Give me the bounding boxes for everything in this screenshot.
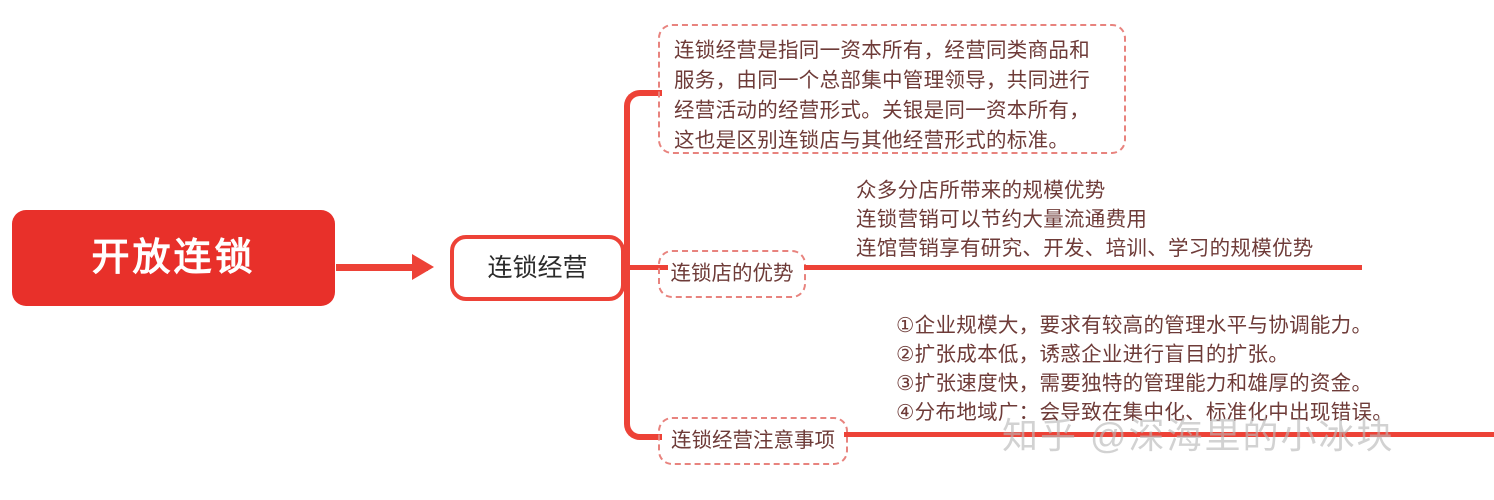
notes-line: ②扩张成本低，诱惑企业进行盲目的扩张。 [896,343,1290,366]
root-node-label: 开放连锁 [91,237,256,279]
level1-node-chain-operation[interactable]: 连锁经营 [450,235,625,301]
notes-line: ①企业规模大，要求有较高的管理水平与协调能力。 [896,314,1373,337]
advantages-node-label: 连锁店的优势 [670,261,794,285]
notes-line: ④分布地域广：会导致在集中化、标准化中出现错误。 [896,401,1394,424]
description-text: 连锁经营是指同一资本所有，经营同类商品和服务，由同一个总部集中管理领导，共同进行… [674,39,1090,152]
level1-node-label: 连锁经营 [487,253,588,282]
root-to-level1-connector [336,264,428,271]
advantages-line: 连锁营销可以节约大量流通费用 [856,208,1148,231]
branch-stub-middle [624,265,668,270]
arrow-right-icon [412,254,434,280]
node-chain-operation-notes[interactable]: 连锁经营注意事项 [658,417,848,465]
advantages-line: 连馆营销享有研究、开发、培训、学习的规模优势 [856,237,1314,260]
advantages-text-block: 众多分店所带来的规模优势 连锁营销可以节约大量流通费用 连馆营销享有研究、开发、… [856,176,1314,263]
node-chain-store-advantages[interactable]: 连锁店的优势 [658,250,806,298]
notes-underline [846,432,1494,437]
advantages-underline [806,265,1362,270]
root-node-open-chain[interactable]: 开放连锁 [12,210,335,306]
notes-text-block: ①企业规模大，要求有较高的管理水平与协调能力。 ②扩张成本低，诱惑企业进行盲目的… [896,311,1393,427]
notes-node-label: 连锁经营注意事项 [671,428,835,452]
notes-line: ③扩张速度快，需要独特的管理能力和雄厚的资金。 [896,372,1373,395]
advantages-line: 众多分店所带来的规模优势 [856,179,1106,202]
description-box[interactable]: 连锁经营是指同一资本所有，经营同类商品和服务，由同一个总部集中管理领导，共同进行… [658,24,1126,154]
